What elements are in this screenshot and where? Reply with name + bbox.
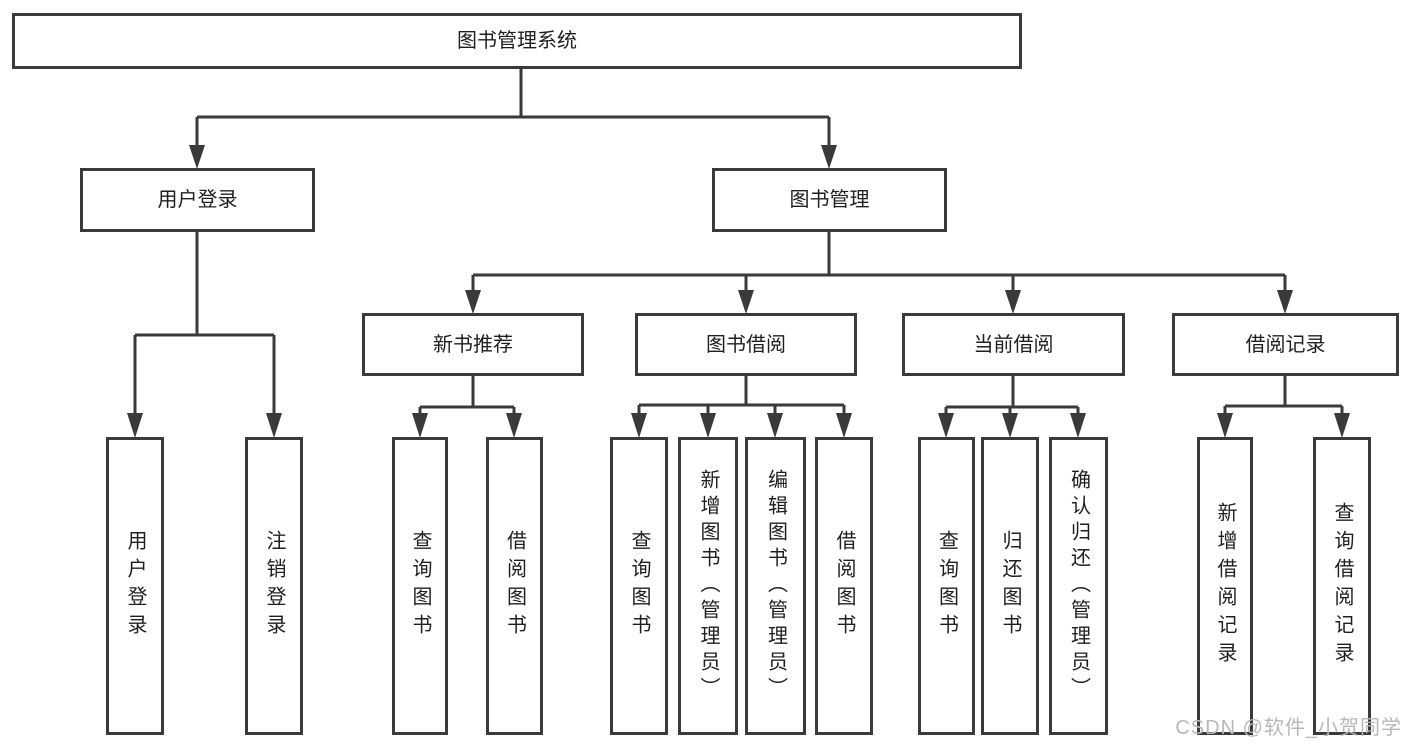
leaf-add-books-admin: 新增图书（管理员） bbox=[678, 437, 738, 735]
node-new-book-recommend: 新书推荐 bbox=[362, 313, 584, 376]
node-book-borrowing: 图书借阅 bbox=[635, 313, 857, 376]
node-borrowing-records: 借阅记录 bbox=[1172, 313, 1399, 376]
leaf-edit-books-admin: 编辑图书（管理员） bbox=[745, 437, 806, 735]
node-book-management: 图书管理 bbox=[712, 168, 947, 232]
leaf-add-borrow-record: 新增借阅记录 bbox=[1197, 437, 1253, 735]
leaf-borrow-books-recommend: 借阅图书 bbox=[486, 437, 543, 735]
leaf-query-books-recommend: 查询图书 bbox=[392, 437, 448, 735]
leaf-query-borrow-record: 查询借阅记录 bbox=[1313, 437, 1371, 735]
leaf-return-books: 归还图书 bbox=[981, 437, 1039, 735]
node-library-management-system: 图书管理系统 bbox=[12, 13, 1022, 69]
leaf-user-login: 用户登录 bbox=[106, 437, 164, 735]
leaf-query-books-current: 查询图书 bbox=[918, 437, 975, 735]
node-user-login: 用户登录 bbox=[80, 168, 315, 232]
leaf-query-books-borrowing: 查询图书 bbox=[610, 437, 668, 735]
leaf-logout: 注销登录 bbox=[245, 437, 303, 735]
leaf-borrow-books-borrowing: 借阅图书 bbox=[815, 437, 873, 735]
watermark: CSDN @软件_小贺同学 bbox=[1175, 717, 1402, 739]
node-current-borrowing: 当前借阅 bbox=[902, 313, 1125, 376]
leaf-confirm-return-admin: 确认归还（管理员） bbox=[1049, 437, 1108, 735]
